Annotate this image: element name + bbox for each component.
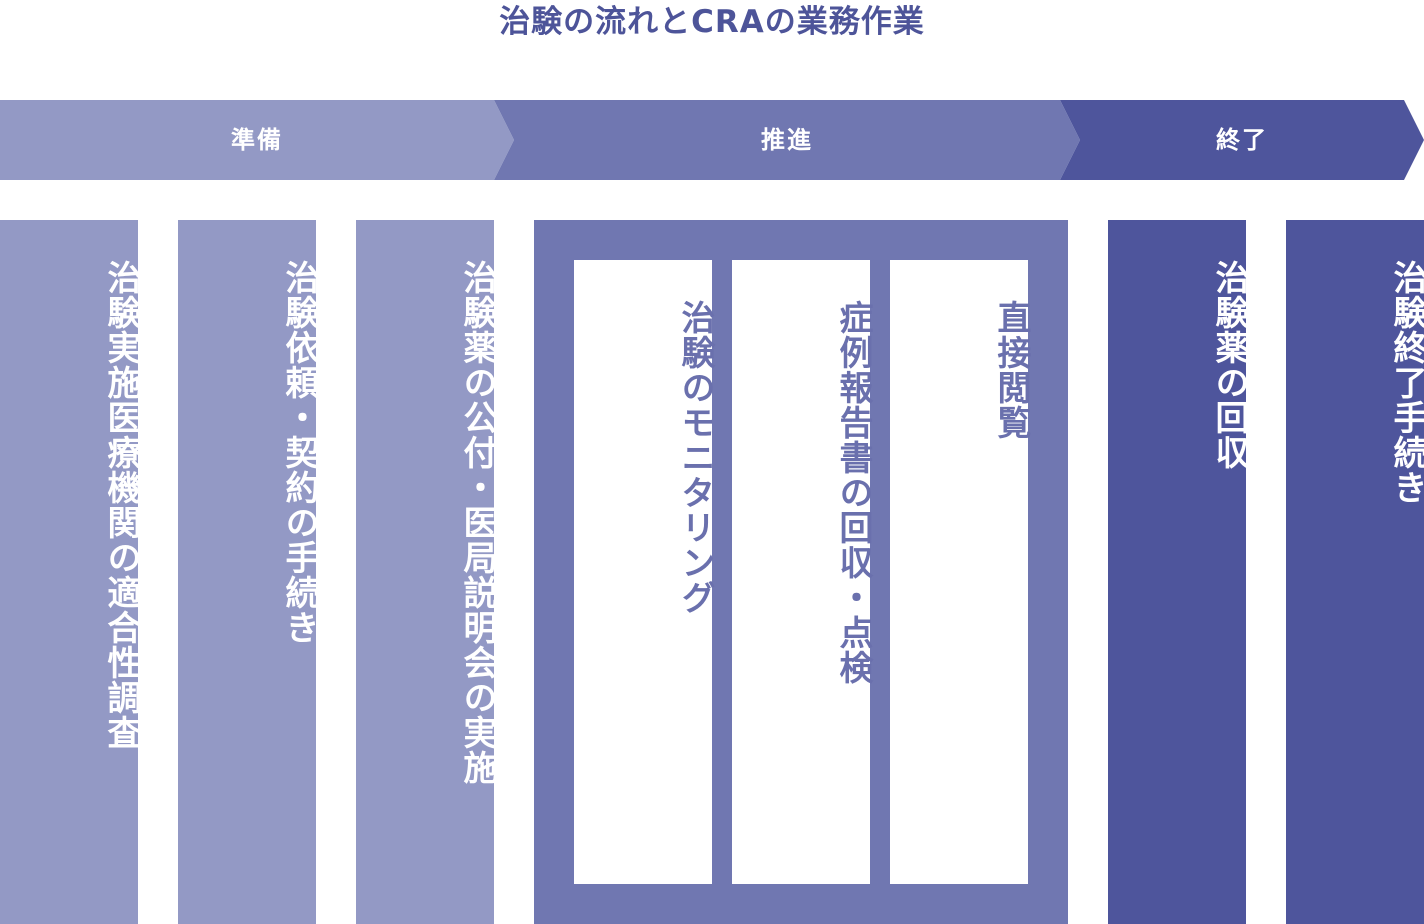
task-label: 治験のモニタリング [675,300,715,615]
task-column-prep-2: 治験依頼・契約の手続き [178,220,319,924]
phase-arrow-progress [494,100,1080,180]
phase-arrow-end [1060,100,1424,180]
task-column-end-2: 治験終了手続き [1286,220,1424,924]
task-column-end-1: 治験薬の回収 [1108,220,1249,924]
task-card-progress-3: 直接閲覧 [890,260,1031,884]
diagram-title: 治験の流れとCRAの業務作業 [499,4,925,40]
task-label: 症例報告書の回収・点検 [833,300,873,685]
task-label: 治験依頼・契約の手続き [279,260,319,645]
phase-arrow-prep [0,100,514,180]
phase-label-progress: 推進 [761,126,813,154]
phase-label-end: 終了 [1216,126,1268,154]
task-label: 治験薬の公付・医局説明会の実施 [457,260,497,785]
task-column-prep-3: 治験薬の公付・医局説明会の実施 [356,220,497,924]
phase-arrow-bar: 準備 推進 終了 [0,100,1424,180]
phase-label-prep: 準備 [231,126,283,154]
task-card-progress-2: 症例報告書の回収・点検 [732,260,873,884]
task-label: 治験薬の回収 [1209,260,1249,470]
task-column-prep-1: 治験実施医療機関の適合性調査 [0,220,141,924]
task-group-progress: 治験のモニタリング 症例報告書の回収・点検 直接閲覧 [534,220,1068,924]
task-label: 直接閲覧 [991,300,1031,440]
task-label: 治験実施医療機関の適合性調査 [101,260,141,750]
task-card-progress-1: 治験のモニタリング [574,260,715,884]
task-label: 治験終了手続き [1387,260,1424,505]
phase-arrow-shapes [0,100,1424,180]
